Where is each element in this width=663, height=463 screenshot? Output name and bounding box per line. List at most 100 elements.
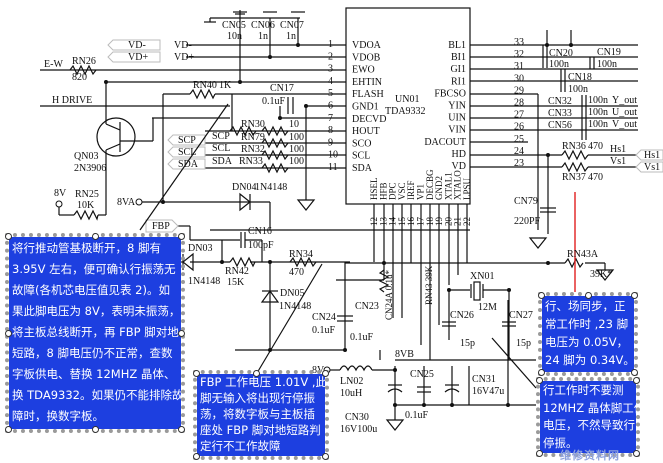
note-line: 字板供电、替换 12MHZ 晶体、 (12, 367, 176, 381)
bottom-pin-name: VSC (397, 182, 407, 200)
note-line: 果此脚电压为 8V，表明未振荡， (12, 304, 181, 318)
bottom-pin-name: VP1 (416, 184, 426, 200)
bottom-pin-number: 17 (416, 217, 426, 227)
net-labels: VD- VD+ VD- VD+ E-W H DRIVE SCP SCL SDA … (44, 40, 660, 376)
bottom-pin-number: 20 (443, 217, 453, 227)
rn34-value: 470 (289, 267, 304, 278)
note-line: 荡，将数字板与主板插 (200, 407, 315, 421)
net-ew: E-W (44, 59, 63, 70)
bottom-pin-name: IREF (406, 180, 416, 200)
left-pin-number: 5 (328, 88, 333, 99)
cn26-value: 15p (460, 338, 475, 349)
note-line: 座处 FBP 脚对地短路判 (200, 423, 321, 437)
right-pin-number: 24 (514, 146, 524, 157)
left-pin-name: FLASH (352, 89, 384, 100)
net-fbp: FBP (152, 221, 170, 232)
terminals (55, 198, 331, 374)
cn32-ref: CN32 (548, 96, 572, 107)
cn16-value: 100pF (248, 240, 274, 251)
net-tags (107, 39, 663, 233)
fbp-tag-shape (145, 219, 179, 233)
left-pin-name: SCL (352, 151, 370, 162)
bottom-pin-number: 15 (397, 217, 407, 227)
wires (40, 7, 638, 431)
rn37-value: 470 (588, 172, 603, 183)
cn20-ref: CN20 (549, 48, 573, 59)
cn07-value: 1n (286, 31, 296, 42)
note-line: 行、场同步，正 (545, 299, 626, 313)
rn25-ref: RN25 (75, 189, 99, 200)
pointer-line-fbp (256, 263, 323, 374)
rn40-value: 1K (219, 80, 232, 91)
rn32-ref: RN32 (241, 144, 265, 155)
cn27-value: 15p (516, 338, 531, 349)
right-pin-name: HD (452, 149, 466, 160)
cn17-value: 0.1uF (262, 96, 286, 107)
left-pin-number: 3 (328, 64, 333, 75)
note-line: 故障(各机芯电压值见表 2)。如 (12, 283, 170, 297)
rn34-ref: RN34 (289, 249, 313, 260)
right-pin-number: 32 (514, 49, 524, 60)
note-line: 24 脚为 0.34V。 (545, 353, 635, 367)
net-y-out: Y_out (612, 95, 637, 106)
bottom-pin-number: 22 (462, 217, 472, 226)
left-pin-name: EWO (352, 65, 375, 76)
dn03-ref: DN03 (188, 243, 212, 254)
rn30-ref: RN30 (241, 119, 265, 130)
rn25-value: 10K (77, 200, 95, 211)
bottom-pin-name: XTAL1 (443, 172, 453, 200)
left-pin-number: 10 (328, 150, 338, 161)
note-line: FBP 工作电压 1.01V ,此 (200, 375, 328, 389)
note-sync-voltage[interactable]: 行、场同步，正常工作时 ,23 脚电压为 0.05V， 24 脚为 0.34V。 (538, 292, 638, 376)
bottom-pin-number: 21 (453, 217, 463, 226)
cn56-ref: CN56 (548, 120, 572, 131)
rn79-value: 100 (289, 132, 304, 143)
note-line: 定行不工作故障 (200, 439, 281, 453)
ic-labels: UN01 TDA9332 (385, 94, 426, 117)
right-pin-name: RI1 (451, 76, 466, 87)
cn05-value: 10n (227, 31, 242, 42)
right-pin-name: DACOUT (424, 137, 466, 148)
left-pin-number: 11 (328, 162, 338, 173)
net-vd-minus: VD- (174, 40, 192, 51)
rn43a-value: 39K* (590, 269, 612, 280)
dn05-ref: DN05 (280, 288, 304, 299)
left-pin-number: 1 (328, 39, 333, 50)
dn03-value: 1N4148 (188, 276, 220, 287)
cn31-ref: CN31 (472, 374, 496, 385)
cn31-value: 16V47u (472, 386, 504, 397)
rn37-ref: RN37 (562, 172, 586, 183)
cn32-value: 100n (588, 95, 608, 106)
bottom-pin-name: HFB (378, 182, 388, 200)
cn33-value: 100n (588, 107, 608, 118)
bottom-pin-name: LPSU (462, 177, 472, 200)
left-pin-name: VDOB (352, 52, 381, 63)
bottom-pin-name: DECBG (425, 169, 435, 200)
note-fbp-voltage[interactable]: FBP 工作电压 1.01V ,此脚无输入将出现行停振荡，将数字板与主板插座处 … (193, 370, 329, 460)
left-pin-name: SCO (352, 138, 371, 149)
ln02-ref: LN02 (340, 376, 363, 387)
rn36-ref: RN36 (562, 141, 586, 152)
pointer-line-crystal (491, 337, 537, 389)
note-line: 换 TDA9332。如果仍不能排除故 (12, 388, 184, 402)
xn01-value: 12M (478, 302, 497, 313)
rn36-value: 470 (588, 141, 603, 152)
rn33-ref: RN33 (239, 156, 263, 167)
net-scp: SCP (212, 131, 230, 142)
note-line: 常工作时 ,23 脚 (545, 317, 629, 331)
right-pin-number: 26 (514, 122, 524, 133)
left-pin-name: DECVD (352, 114, 386, 125)
note-line: 障时，换数字板。 (12, 409, 104, 423)
cn79-value: 220PF (514, 216, 541, 227)
left-pin-number: 7 (328, 113, 333, 124)
bottom-pin-number: 16 (406, 217, 416, 227)
bottom-pin-name: XTALO (453, 170, 463, 200)
note-line: 电压为 0.05V， (545, 335, 629, 349)
net-vd-plus-tag: VD+ (128, 52, 148, 63)
bottom-pin-number: 12 (369, 217, 379, 226)
cn24-value: 0.1uF (312, 325, 336, 336)
right-pin-name: BL1 (448, 40, 466, 51)
